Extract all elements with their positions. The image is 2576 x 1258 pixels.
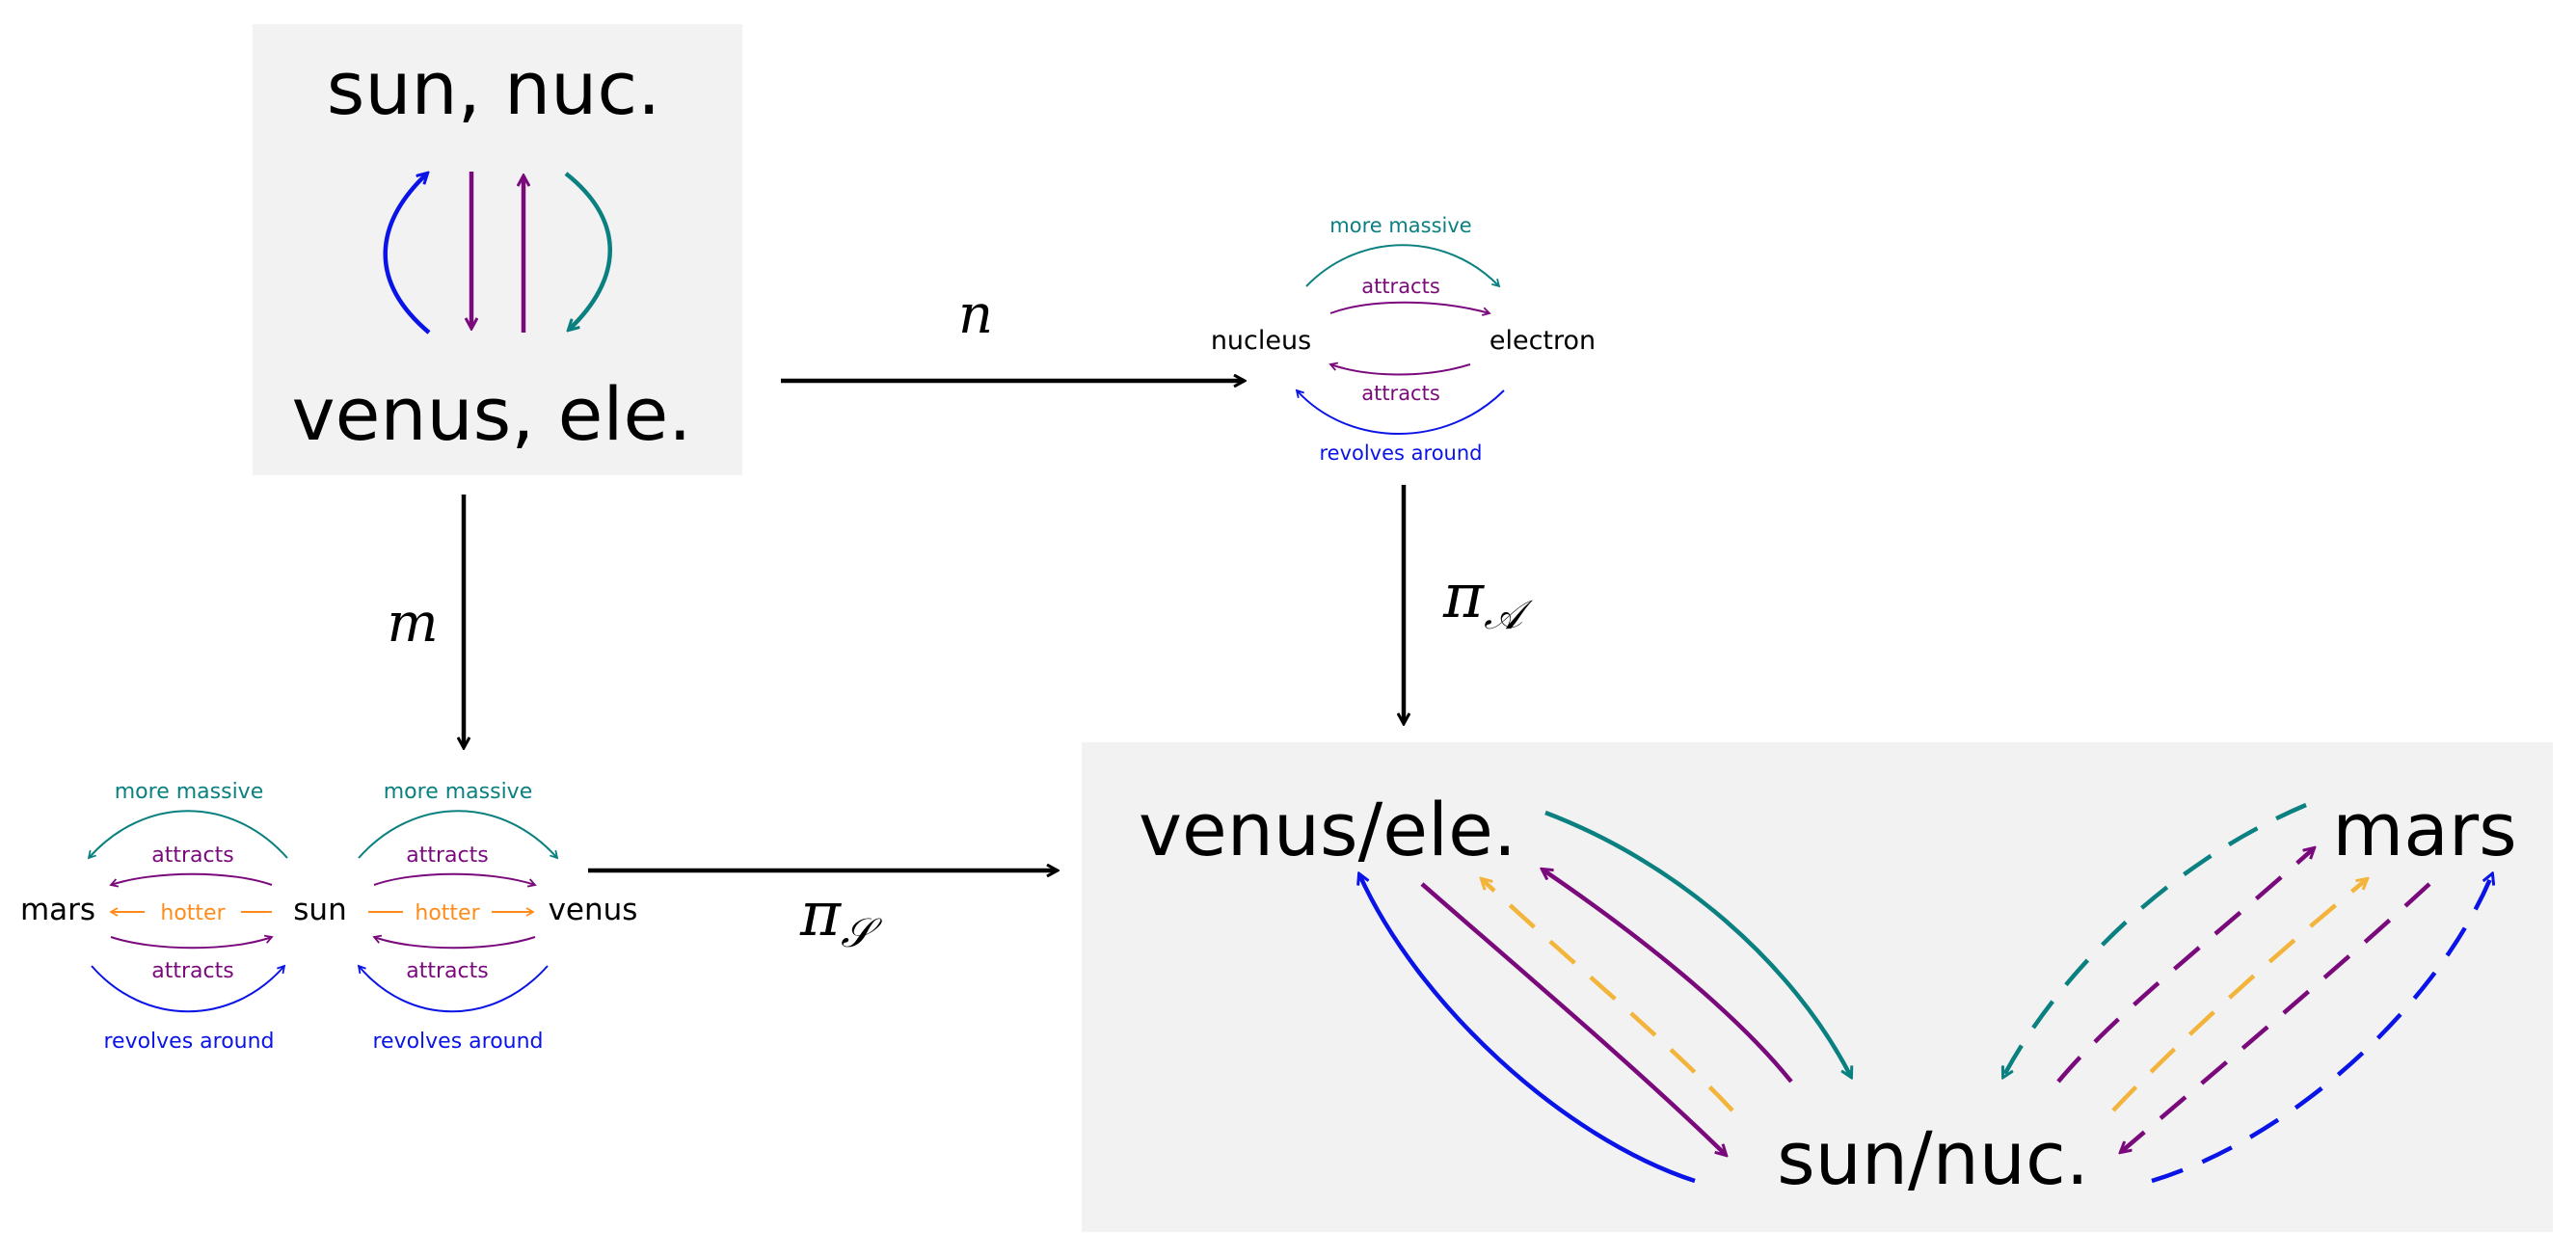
pi-s-base: π (799, 879, 842, 950)
result-purple-solid-down-arrow (1420, 882, 1726, 1155)
solar-left-more-massive-arrow (87, 810, 288, 860)
solar-right-attracts-top-arrow (373, 872, 537, 888)
result-purple-dashed-down-arrow (2121, 882, 2431, 1152)
solar-sun-label: sun (293, 893, 346, 927)
m-label: m (387, 592, 438, 655)
result-teal-solid-arrow (1544, 810, 1851, 1077)
solar-diagram: mars sun venus more massive attracts hot… (20, 780, 637, 1054)
solar-right-hotter-label: hotter (415, 901, 480, 925)
result-blue-dashed-arrow (2151, 874, 2492, 1184)
solar-right-attracts-bottom-arrow (372, 934, 536, 950)
atom-more-massive-arrow (1305, 244, 1501, 288)
atom-attracts-bottom-arrow (1328, 361, 1471, 376)
result-venus-ele-label: venus/ele. (1139, 787, 1516, 872)
n-label: n (958, 283, 993, 346)
pi-a-base: π (1442, 561, 1485, 632)
pi-a-sub: 𝒜 (1484, 591, 1533, 638)
atom-revolves-arrow (1295, 388, 1505, 435)
atom-electron-label: electron (1489, 326, 1596, 356)
result-gold-dashed-left-arrow (1482, 879, 1734, 1112)
result-blue-solid-arrow (1359, 874, 1696, 1184)
solar-left-attracts-bottom-arrow (110, 934, 274, 950)
atom-more-massive-label: more massive (1329, 214, 1471, 237)
atom-attracts-top-label: attracts (1361, 275, 1440, 298)
result-panel-bg (1082, 742, 2553, 1232)
result-purple-solid-up-arrow (1543, 870, 1793, 1084)
pi-s-label: π𝒮 (799, 879, 882, 956)
atom-attracts-bottom-label: attracts (1361, 382, 1440, 405)
solar-right-attracts-bottom-label: attracts (406, 959, 488, 983)
solar-right-more-massive-arrow (358, 810, 559, 860)
solar-right-revolves-arrow (357, 964, 549, 1013)
solar-right-more-massive-label: more massive (384, 780, 532, 804)
result-panel: venus/ele. mars sun/nuc. (1082, 742, 2553, 1232)
result-gold-dashed-right-arrow (2111, 879, 2367, 1112)
solar-left-attracts-top-label: attracts (151, 843, 233, 868)
solar-left-revolves-arrow (91, 964, 286, 1013)
atom-nucleus-label: nucleus (1211, 326, 1311, 356)
solar-venus-label: venus (549, 893, 638, 927)
tl-blue-arrow (383, 174, 431, 335)
solar-left-attracts-bottom-label: attracts (151, 959, 233, 983)
solar-left-revolves-label: revolves around (103, 1030, 274, 1054)
solar-right-revolves-label: revolves around (372, 1030, 543, 1054)
pi-a-label: π𝒜 (1442, 561, 1533, 638)
top-left-panel-bg (253, 24, 742, 475)
solar-right-attracts-top-label: attracts (406, 843, 488, 868)
result-mars-label: mars (2332, 787, 2516, 872)
tl-teal-arrow (564, 172, 612, 330)
result-sun-nuc-label: sun/nuc. (1777, 1115, 2089, 1201)
top-left-bottom-label: venus, ele. (292, 371, 692, 457)
top-left-top-label: sun, nuc. (327, 45, 661, 131)
atom-attracts-top-arrow (1329, 301, 1491, 316)
pi-s-sub: 𝒮 (841, 909, 882, 956)
atom-diagram: nucleus electron more massive attracts a… (1211, 214, 1596, 465)
result-purple-dashed-up-arrow (2056, 848, 2314, 1084)
result-teal-dashed-arrow (2003, 802, 2307, 1077)
solar-mars-label: mars (20, 893, 95, 927)
solar-left-more-massive-label: more massive (115, 780, 263, 804)
atom-revolves-label: revolves around (1319, 442, 1482, 465)
solar-left-hotter-label: hotter (160, 901, 226, 925)
top-left-panel: sun, nuc. venus, ele. (253, 24, 742, 475)
solar-left-attracts-top-arrow (109, 872, 273, 888)
